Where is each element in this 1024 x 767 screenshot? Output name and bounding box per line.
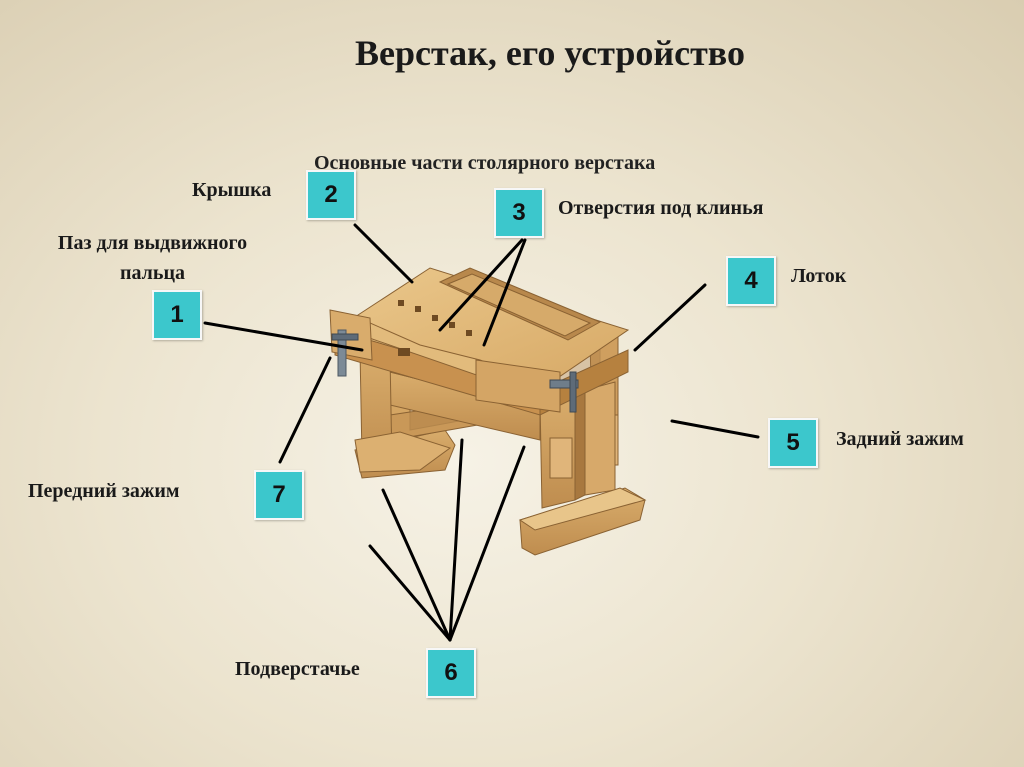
label-part-2: Крышка (192, 179, 272, 201)
front-left-foot (354, 431, 452, 473)
leader-lines (203, 223, 760, 642)
leader-3b (482, 238, 527, 347)
front-right-foot-top (518, 487, 647, 531)
front-vise-screw (337, 329, 347, 377)
page-subtitle: Основные части столярного верстака (314, 152, 656, 174)
leader-6a (368, 544, 452, 642)
leader-6c (448, 438, 464, 642)
leader-2 (353, 223, 414, 284)
page-title: Верстак, его устройство (355, 33, 745, 73)
back-vise-handle (569, 371, 577, 413)
badge-part-2: 2 (306, 170, 356, 220)
leader-3a (438, 238, 524, 332)
back-vise-block (475, 359, 561, 413)
label-part-6: Подверстачье (235, 658, 360, 680)
front-vise-handle (331, 333, 359, 341)
label-part-3: Отверстия под клинья (558, 197, 764, 219)
leader-1 (203, 321, 364, 352)
back-vise-screw (549, 379, 579, 389)
badge-part-1: 1 (152, 290, 202, 340)
label-part-5: Задний зажим (836, 428, 964, 450)
leader-7 (278, 356, 332, 464)
leader-5 (670, 419, 760, 439)
leader-4 (633, 283, 707, 352)
badge-part-3: 3 (494, 188, 544, 238)
peg-slot (398, 348, 410, 356)
leg-wedge (549, 437, 573, 479)
leader-6d (448, 445, 526, 642)
workbench (329, 267, 647, 556)
badge-part-5: 5 (768, 418, 818, 468)
label-part-7: Передний зажим (28, 480, 180, 502)
label-part-1: Паз для выдвижного пальца (57, 232, 248, 284)
leader-6b (381, 488, 452, 642)
badge-part-6: 6 (426, 648, 476, 698)
right-back-leg-front (584, 381, 616, 496)
tray-inner (446, 273, 592, 337)
label-part-4: Лоток (791, 265, 847, 287)
badge-part-4: 4 (726, 256, 776, 306)
badge-part-7: 7 (254, 470, 304, 520)
wedge-holes (398, 300, 472, 336)
